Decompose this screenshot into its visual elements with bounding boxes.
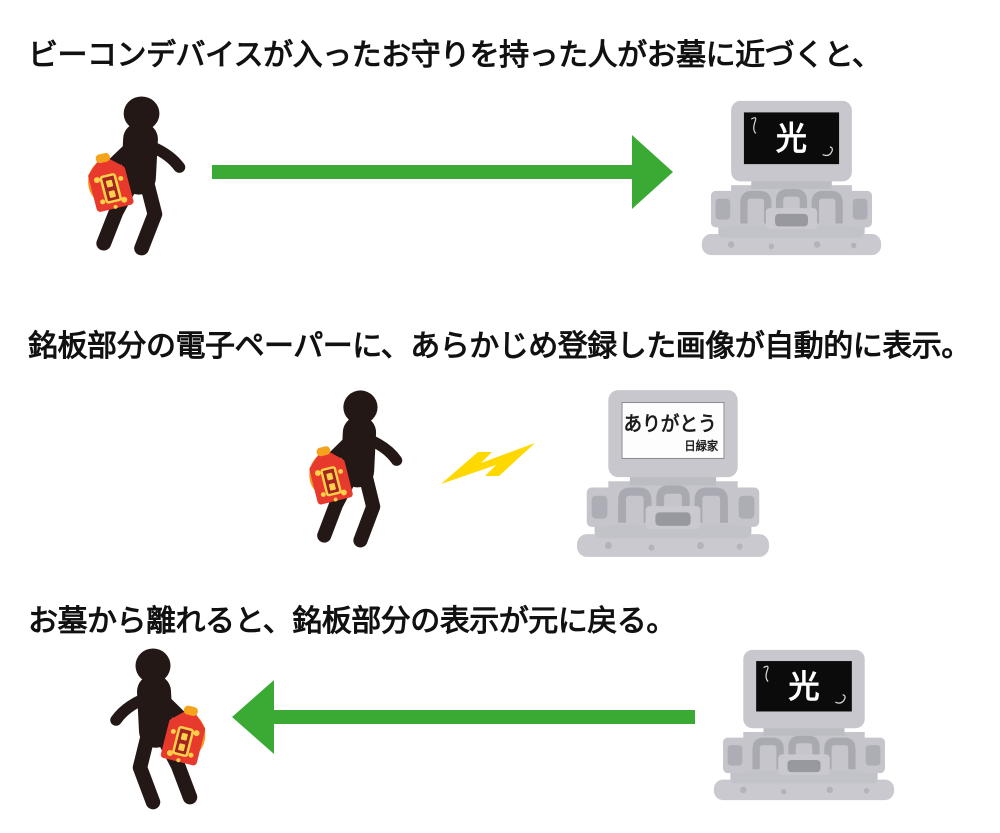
grave-screen-line2: 日緑家 [684,439,718,453]
grave-screen-black [743,112,840,165]
arrow-left-icon [232,680,695,754]
screen-ornament-flourish [763,665,846,704]
walking-person-with-amulet-icon [292,388,424,552]
walking-person-with-amulet-icon [70,94,208,260]
arrow-right-icon [212,135,673,209]
grave-screen-white [621,401,725,459]
grave-screen-black [756,661,852,712]
walking-person-with-amulet-icon-mirrored [88,646,223,814]
step2-caption: 銘板部分の電子ペーパーに、あらかじめ登録した画像が自動的に表示。 [28,330,971,363]
digital-gravestone-icon: 光 [700,99,883,257]
screen-ornament-flourish [750,117,833,157]
digital-gravestone-icon: ありがとう 日緑家 [575,388,771,559]
grave-screen-text: 光 [788,668,819,705]
step1-caption: ビーコンデバイスが入ったお守りを持った人がお墓に近づくと、 [28,39,882,72]
step3-caption: お墓から離れると、銘板部分の表示が元に戻る。 [28,605,676,638]
digital-gravestone-icon: 光 [712,648,896,802]
grave-screen-text: 光 [776,119,807,158]
grave-screen-line1: ありがとう [624,412,717,436]
lightning-bolt-icon [441,443,535,484]
